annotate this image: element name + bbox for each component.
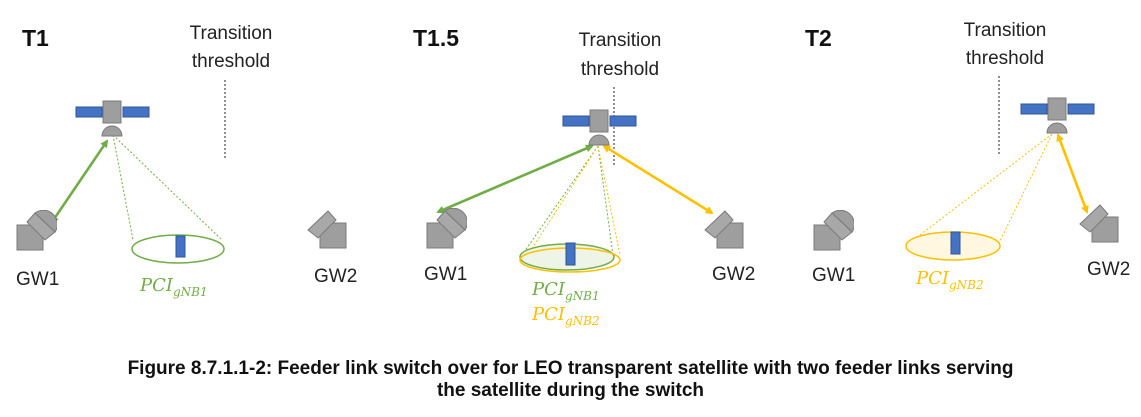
beam-edge-line — [906, 133, 1053, 246]
threshold-label-line2: threshold — [966, 48, 1044, 69]
satellite-icon — [562, 109, 637, 146]
feeder-link-gnb2 — [1056, 133, 1089, 214]
panel-t2: T2 Transition threshold GW1 GW2 PCIgNB2 — [805, 20, 1130, 292]
gw1-label: GW1 — [424, 264, 467, 285]
panel-t1: T1 Transition threshold GW1 GW2 PCIgNB1 — [16, 23, 357, 299]
threshold-label-line2: threshold — [581, 59, 659, 80]
beam-edge-line — [112, 134, 134, 241]
gw2-label: GW2 — [712, 264, 755, 285]
gateway-gw2-icon — [307, 210, 347, 249]
feeder-link-gnb1 — [50, 139, 109, 224]
ue-device-icon — [950, 231, 961, 255]
pci-gnb2-label: PCIgNB2 — [915, 268, 984, 292]
cell-footprint-gnb1 — [131, 234, 225, 264]
beam-edge-line — [527, 145, 599, 256]
gw1-label: GW1 — [812, 265, 855, 286]
feeder-link-gnb1 — [436, 144, 594, 214]
beam-edge-line — [997, 133, 1053, 246]
ue-device-icon — [175, 235, 186, 258]
ue-device-icon — [565, 242, 576, 266]
satellite-icon — [1020, 97, 1095, 134]
threshold-label-line1: Transition — [190, 23, 273, 44]
panel-t1-5: T1.5 Transition threshold GW1 GW2 PCIgNB… — [413, 25, 755, 328]
gateway-gw1-icon — [813, 210, 854, 251]
beam-edge-line — [521, 145, 599, 256]
figure-caption: Figure 8.7.1.1-2: Feeder link switch ove… — [0, 358, 1141, 402]
caption-line-2: the satellite during the switch — [436, 380, 705, 401]
panel-title: T2 — [805, 25, 832, 51]
gateway-gw1-icon — [16, 210, 57, 251]
panel-title: T1.5 — [413, 25, 459, 51]
feeder-link-gnb2 — [602, 144, 714, 215]
beam-edge-line — [597, 145, 621, 256]
gateway-gw2-icon — [704, 210, 744, 249]
satellite-icon — [75, 100, 150, 137]
gw2-label: GW2 — [1087, 259, 1130, 280]
gw1-label: GW1 — [16, 269, 59, 290]
gateway-gw1-icon — [426, 208, 467, 249]
pci-gnb1-label: PCIgNB1 — [531, 279, 600, 303]
beam-edge-line — [112, 134, 223, 241]
pci-gnb1-label: PCIgNB1 — [139, 275, 208, 299]
threshold-label-line1: Transition — [579, 30, 662, 51]
threshold-label-line1: Transition — [964, 20, 1047, 41]
beam-edge-line — [597, 145, 614, 256]
gw2-label: GW2 — [314, 266, 357, 287]
pci-gnb2-label: PCIgNB2 — [531, 304, 600, 328]
caption-line-1: Figure 8.7.1.1-2: Feeder link switch ove… — [127, 358, 1014, 379]
panel-title: T1 — [22, 25, 49, 51]
threshold-label-line2: threshold — [192, 51, 270, 72]
